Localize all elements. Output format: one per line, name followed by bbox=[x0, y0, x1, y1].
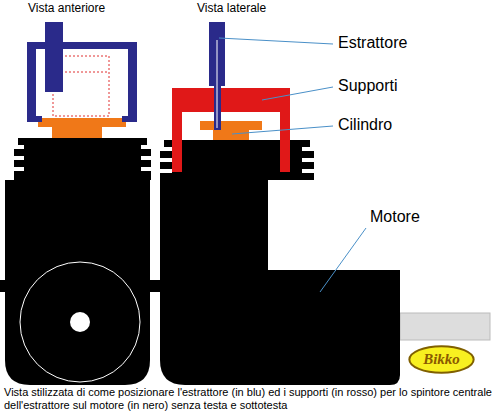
part-label: Estrattore bbox=[338, 34, 407, 52]
view-title: Vista laterale bbox=[197, 2, 266, 16]
signature-text: Bikko bbox=[423, 351, 460, 368]
signature-badge: Bikko bbox=[408, 345, 475, 374]
front-view bbox=[0, 22, 160, 385]
caption: Vista stilizzata di come posizionare l'e… bbox=[4, 386, 496, 412]
side-view bbox=[160, 22, 490, 385]
part-label: Supporti bbox=[338, 77, 398, 95]
part-label: Cilindro bbox=[338, 116, 392, 134]
part-label: Motore bbox=[370, 208, 420, 226]
view-title: Vista anteriore bbox=[28, 2, 105, 16]
leader-lines bbox=[219, 38, 366, 292]
